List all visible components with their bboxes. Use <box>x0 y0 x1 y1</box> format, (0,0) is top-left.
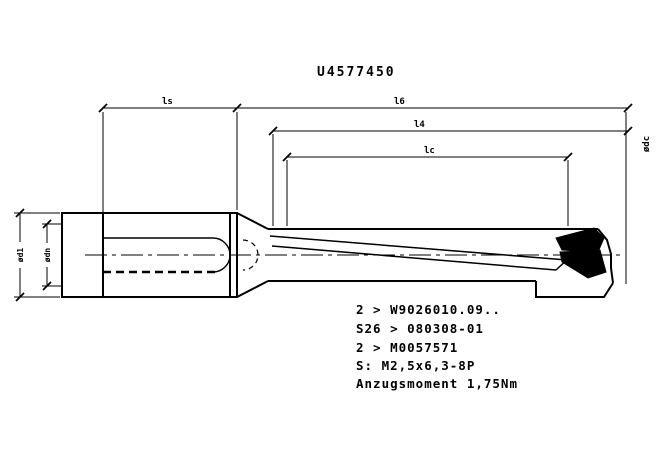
flute-lines <box>269 232 597 271</box>
dim-label-overall-length: l6 <box>394 97 405 107</box>
inserts <box>555 227 607 279</box>
part-number: U4577450 <box>317 65 396 80</box>
dim-label-body-length: l4 <box>414 120 425 130</box>
note-torque: Anzugsmoment 1,75Nm <box>356 376 518 391</box>
note-screw-thread: S: M2,5x6,3-8P <box>356 358 475 373</box>
tip-bottom-step <box>535 281 614 298</box>
note-screw-id: 2 > M0057571 <box>356 340 458 355</box>
dimension-ticks <box>15 103 633 302</box>
insert-outer <box>555 227 605 253</box>
note-insert-spec: 2 > W9026010.09.. <box>356 302 501 317</box>
taper-top <box>236 212 269 230</box>
flute-line-short <box>271 245 557 271</box>
dim-label-neck-diameter: ødn <box>43 248 52 263</box>
taper-bottom <box>236 280 269 298</box>
dim-label-shank-diameter: ød1 <box>16 248 25 263</box>
hidden-feature-end-arc <box>212 237 231 273</box>
dim-label-cutting-diameter: ødc <box>642 136 652 152</box>
tip-face <box>597 228 614 284</box>
notes-block: 2 > W9026010.09.. S26 > 080308-01 2 > M0… <box>356 302 518 391</box>
flute-line-long <box>269 235 593 263</box>
note-insert-size: S26 > 080308-01 <box>356 321 484 336</box>
tool-outline <box>61 212 614 298</box>
dim-label-flute-length: lc <box>424 146 435 156</box>
shank-outline <box>61 212 238 298</box>
dim-label-shank-length: ls <box>162 97 173 107</box>
insert-inner <box>559 249 607 279</box>
dimension-lines <box>14 107 628 298</box>
shank-hidden-feature <box>103 237 259 274</box>
